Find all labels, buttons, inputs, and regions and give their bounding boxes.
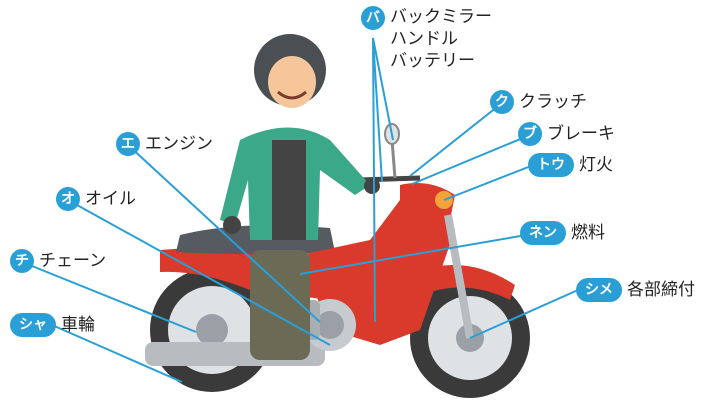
badge-nen: ネン: [520, 221, 566, 245]
badge-sha: シャ: [10, 313, 56, 337]
label-lights: 灯火: [579, 155, 613, 175]
callout-tou: トウ 灯火: [528, 153, 613, 177]
badge-shime: シメ: [576, 278, 622, 302]
leader-lines: [21, 37, 579, 383]
badge-bu: ブ: [518, 122, 542, 146]
badge-ku: ク: [490, 90, 514, 114]
label-engine: エンジン: [145, 134, 213, 154]
label-battery: バッテリー: [390, 51, 475, 71]
callout-ku: ク クラッチ: [490, 90, 587, 114]
badge-ba: バ: [361, 6, 385, 30]
callout-ba: バ バックミラー ハンドル バッテリー: [361, 6, 492, 72]
label-fuel: 燃料: [571, 223, 605, 243]
callout-sha: シャ 車輪: [10, 313, 95, 337]
callout-nen: ネン 燃料: [520, 221, 605, 245]
label-brake: ブレーキ: [547, 124, 615, 144]
callout-en: エ エンジン: [116, 132, 213, 156]
front-fork: [444, 214, 474, 339]
label-wheels: 車輪: [61, 315, 95, 335]
callout-shime: シメ 各部締付: [576, 278, 695, 302]
label-clutch: クラッチ: [519, 92, 587, 112]
badge-en: エ: [116, 132, 140, 156]
ba-labels: バックミラー ハンドル バッテリー: [390, 6, 492, 72]
label-handle: ハンドル: [390, 29, 458, 49]
label-fastening: 各部締付: [627, 280, 695, 300]
callout-chi: チ チェーン: [10, 249, 106, 273]
label-chain: チェーン: [39, 251, 107, 271]
label-backmirror: バックミラー: [390, 7, 492, 27]
callout-bu: ブ ブレーキ: [518, 122, 615, 146]
label-oil: オイル: [85, 189, 136, 209]
rider: [220, 34, 380, 360]
badge-tou: トウ: [528, 153, 574, 177]
front-fender: [420, 265, 515, 300]
badge-o: オ: [56, 187, 80, 211]
callout-o: オ オイル: [56, 187, 136, 211]
mirror-stem: [390, 139, 397, 179]
badge-chi: チ: [10, 249, 34, 273]
